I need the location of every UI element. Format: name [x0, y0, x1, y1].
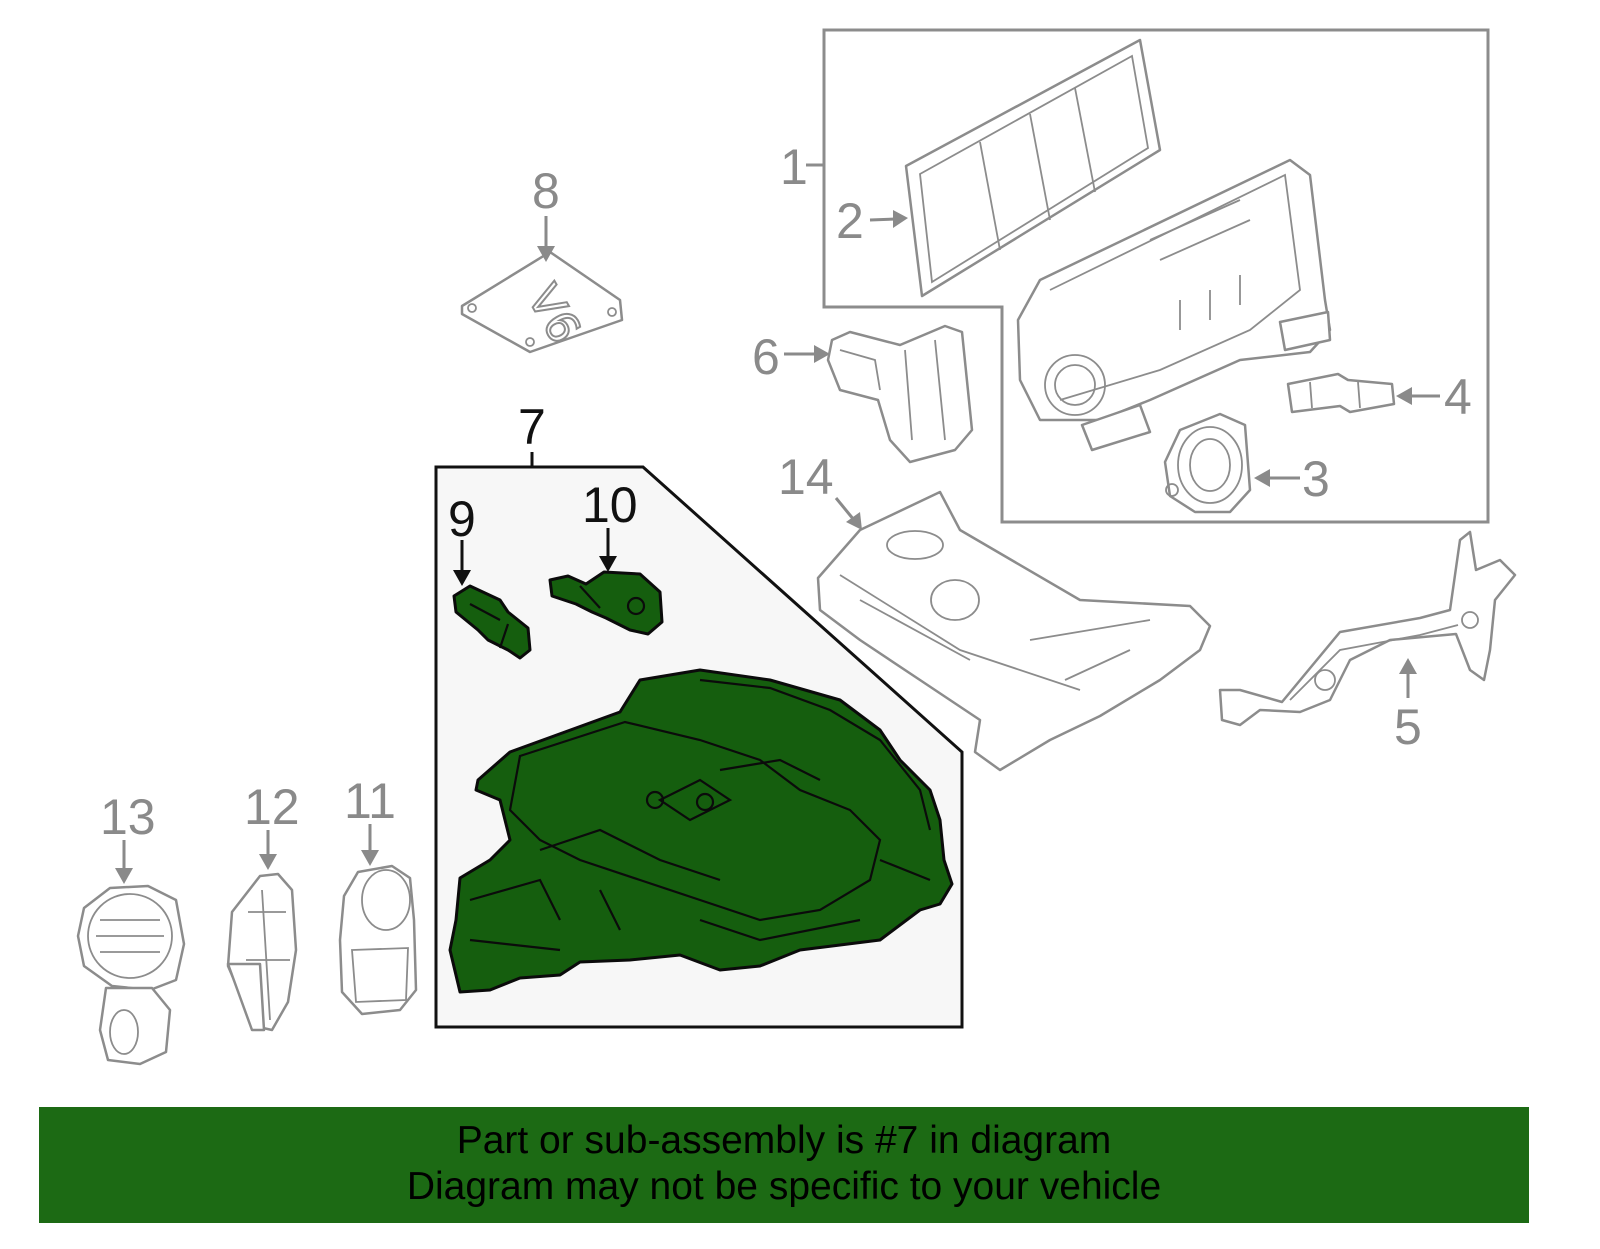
callout-4: 4 — [1444, 369, 1472, 425]
part-9-sensor[interactable] — [452, 584, 532, 660]
part-14-engine-cover[interactable] — [816, 490, 1212, 772]
part-6-intake-duct[interactable] — [826, 324, 974, 464]
info-banner: Part or sub-assembly is #7 in diagram Di… — [39, 1107, 1529, 1223]
callout-2: 2 — [836, 193, 864, 249]
part-5-bracket[interactable] — [1218, 530, 1517, 727]
banner-text-disclaimer: Diagram may not be specific to your vehi… — [406, 1165, 1162, 1208]
callout-1: 1 — [780, 139, 808, 195]
part-12-gasket[interactable] — [226, 872, 298, 1032]
callout-10: 10 — [582, 477, 638, 533]
arrows-grey — [115, 210, 1440, 884]
arrows-dark — [453, 528, 617, 586]
part-1-air-cleaner-housing[interactable] — [1016, 158, 1332, 452]
part-3-ring-housing[interactable] — [1163, 412, 1252, 514]
callout-13: 13 — [100, 789, 156, 845]
banner-text-part-number: Part or sub-assembly is #7 in diagram — [456, 1119, 1112, 1162]
callout-14: 14 — [778, 449, 834, 505]
callout-8: 8 — [532, 163, 560, 219]
callout-6: 6 — [752, 329, 780, 385]
group-box-air-cleaner — [822, 28, 1490, 524]
callout-3: 3 — [1302, 451, 1330, 507]
callout-9: 9 — [448, 491, 476, 547]
callout-12: 12 — [244, 779, 300, 835]
part-13-throttle-body[interactable] — [76, 884, 186, 1066]
part-7-intake-manifold[interactable] — [448, 668, 954, 994]
callout-11: 11 — [344, 773, 396, 829]
part-2-air-filter[interactable] — [904, 38, 1162, 298]
part-8-cover-plate[interactable]: V6 — [460, 250, 624, 354]
callout-7: 7 — [518, 399, 546, 455]
part-11-throttle-valve[interactable] — [338, 864, 418, 1016]
part-10-actuator[interactable] — [548, 570, 664, 636]
callout-5: 5 — [1394, 699, 1422, 755]
part-4-sensor[interactable] — [1286, 372, 1396, 414]
